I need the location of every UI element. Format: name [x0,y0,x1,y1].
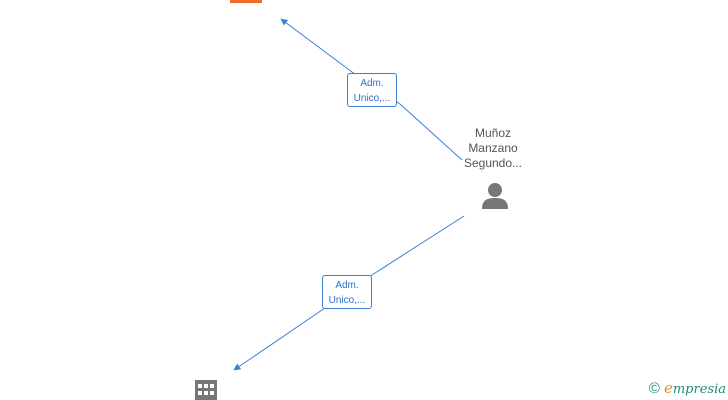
edge-label-top[interactable]: Adm. Unico,... [347,73,397,107]
person-name-line-1: Muñoz [474,126,512,140]
empresia-watermark: © empresia [649,379,726,397]
edge-label-bottom-line-2: Unico,... [328,295,366,306]
person-name-line-2: Manzano [468,141,518,155]
edge-label-bottom[interactable]: Adm. Unico,... [322,275,372,309]
person-name-label[interactable]: Muñoz Manzano Segundo... [448,126,538,171]
empresia-logo: empresia [663,379,726,397]
person-icon[interactable] [482,183,508,209]
copyright-symbol: © [648,379,660,397]
edge-label-top-line-1: Adm. [360,78,384,89]
person-name-line-3: Segundo... [463,156,523,170]
building-icon-grey[interactable] [195,380,217,400]
building-icon-orange[interactable] [230,0,262,3]
edge-label-bottom-line-1: Adm. [335,280,359,291]
edge-label-top-line-2: Unico,... [353,93,391,104]
